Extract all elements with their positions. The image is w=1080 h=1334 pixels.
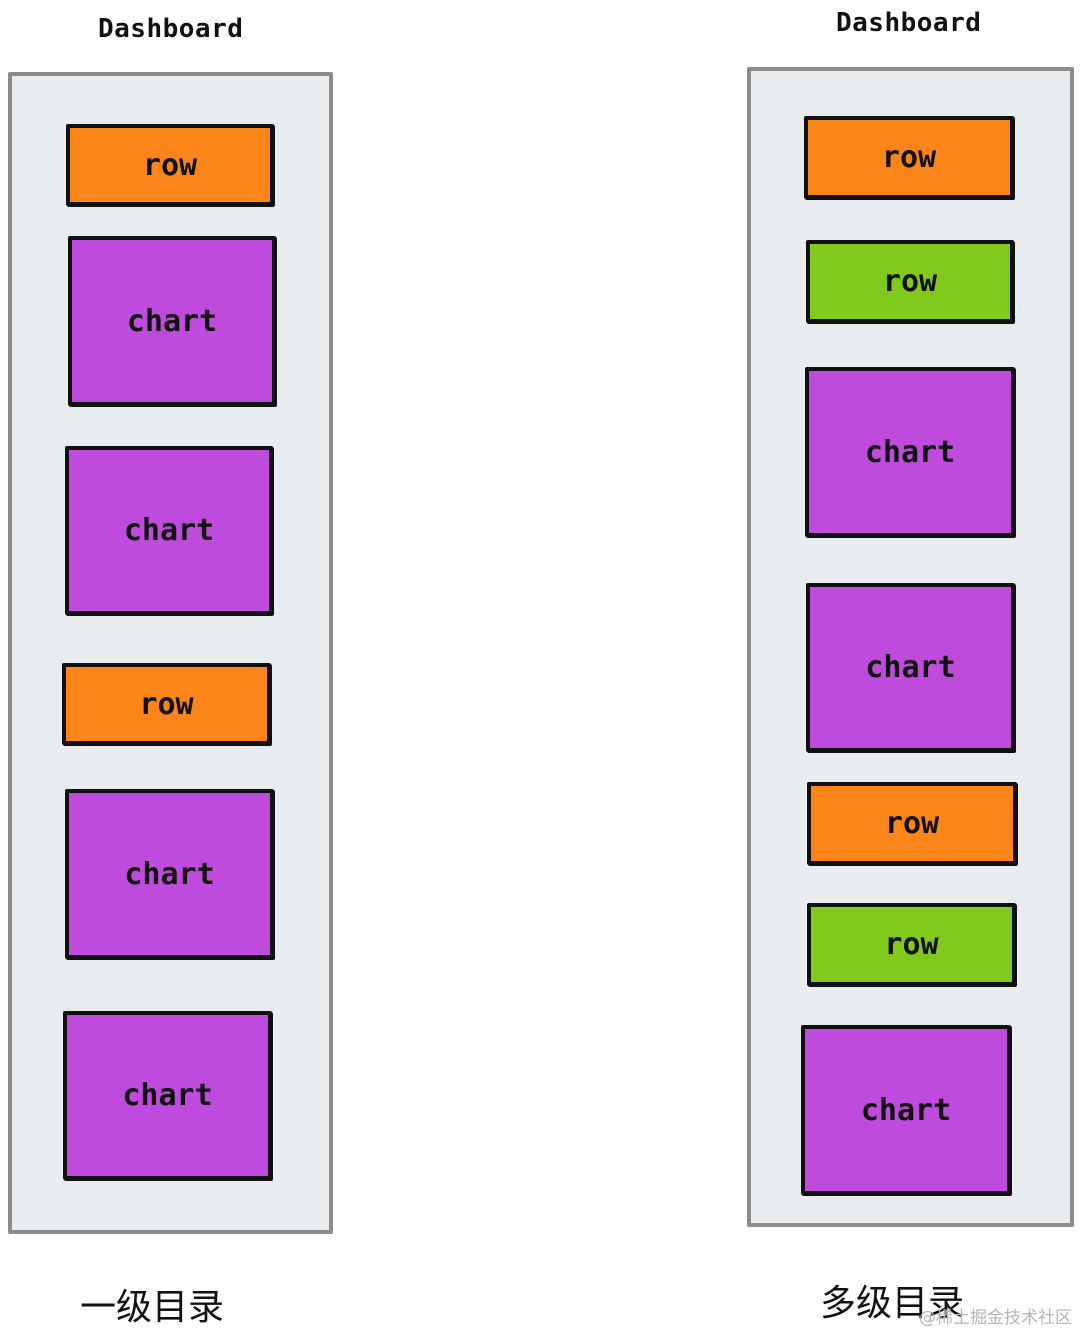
left-row-block-2: row — [62, 663, 271, 745]
right-row-block-2: row — [807, 782, 1017, 865]
right-subrow-block-2: row — [807, 903, 1016, 986]
right-chart-block-1: chart — [805, 367, 1015, 537]
right-chart-block-3: chart — [801, 1025, 1011, 1195]
right-caption: 多级目录 — [820, 1283, 965, 1324]
watermark: @稀土掘金技术社区 — [919, 1308, 1072, 1328]
right-subrow-block-1: row — [806, 240, 1014, 323]
right-dashboard-title: Dashboard — [836, 8, 982, 38]
left-chart-block-3: chart — [65, 789, 274, 959]
left-chart-block-2: chart — [65, 446, 273, 615]
left-row-block-1: row — [66, 124, 274, 206]
right-row-block-1: row — [804, 116, 1014, 199]
left-dashboard-title: Dashboard — [98, 14, 244, 44]
left-caption: 一级目录 — [80, 1287, 225, 1328]
left-chart-block-4: chart — [63, 1011, 272, 1180]
left-chart-block-1: chart — [68, 236, 276, 406]
right-chart-block-2: chart — [806, 583, 1015, 752]
